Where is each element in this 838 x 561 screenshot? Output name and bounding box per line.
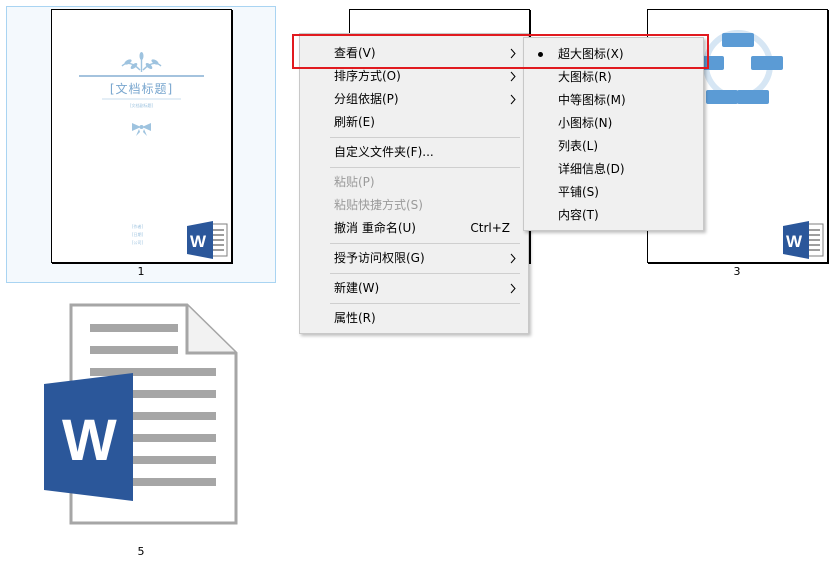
svg-text:W: W [190, 232, 207, 251]
menu-separator [330, 273, 520, 274]
submenu-item-label: 小图标(N) [558, 116, 613, 130]
cover-subtitle: [文档副标题] [129, 103, 154, 108]
highlight-annotation-box [292, 34, 709, 69]
menu-separator [330, 167, 520, 168]
menu-separator [330, 243, 520, 244]
menu-item-label: 授予访问权限(G) [334, 251, 425, 265]
chevron-right-icon [510, 71, 516, 82]
cover-footer-line: [日期] [132, 232, 144, 237]
menu-item-undo-rename[interactable]: 撤消 重命名(U) Ctrl+Z [300, 217, 528, 240]
menu-item-paste-shortcut: 粘贴快捷方式(S) [300, 194, 528, 217]
menu-item-shortcut: Ctrl+Z [470, 221, 510, 235]
submenu-item-list[interactable]: 列表(L) [524, 135, 703, 158]
menu-item-label: 粘贴快捷方式(S) [334, 198, 423, 212]
word-document-icon[interactable]: W [40, 300, 240, 530]
submenu-item-extra-large-icons[interactable]: 超大图标(X) [524, 43, 703, 66]
submenu-item-medium-icons[interactable]: 中等图标(M) [524, 89, 703, 112]
submenu-item-label: 内容(T) [558, 208, 599, 222]
word-icon: W [783, 221, 824, 259]
cover-footer-line: [作者] [132, 224, 144, 229]
chevron-right-icon [510, 94, 516, 105]
menu-item-give-access[interactable]: 授予访问权限(G) [300, 247, 528, 270]
menu-item-label: 分组依据(P) [334, 92, 399, 106]
menu-separator [330, 303, 520, 304]
menu-item-label: 刷新(E) [334, 115, 375, 129]
menu-item-sort-by[interactable]: 排序方式(O) [300, 65, 528, 88]
cover-ornament-icon [79, 52, 204, 136]
menu-item-view[interactable]: 查看(V) [300, 42, 528, 65]
context-menu: 查看(V) 排序方式(O) 分组依据(P) 刷新(E) 自定义文件夹(F)...… [299, 33, 529, 334]
submenu-item-label: 大图标(R) [558, 70, 612, 84]
svg-text:W: W [62, 408, 117, 473]
submenu-item-small-icons[interactable]: 小图标(N) [524, 112, 703, 135]
submenu-item-label: 超大图标(X) [558, 47, 624, 61]
menu-item-label: 粘贴(P) [334, 175, 375, 189]
menu-item-label: 排序方式(O) [334, 69, 401, 83]
menu-item-new[interactable]: 新建(W) [300, 277, 528, 300]
file-label-1: 1 [137, 265, 145, 278]
menu-item-properties[interactable]: 属性(R) [300, 307, 528, 330]
submenu-item-large-icons[interactable]: 大图标(R) [524, 66, 703, 89]
menu-item-customize-folder[interactable]: 自定义文件夹(F)... [300, 141, 528, 164]
menu-item-label: 查看(V) [334, 46, 376, 60]
submenu-item-label: 平铺(S) [558, 185, 599, 199]
view-submenu: 超大图标(X) 大图标(R) 中等图标(M) 小图标(N) 列表(L) 详细信息… [523, 37, 704, 231]
file-thumbnail-1[interactable]: [文档标题] [文档副标题] [作者] [日期] [公司] W [51, 9, 232, 263]
menu-item-label: 属性(R) [334, 311, 376, 325]
submenu-item-label: 详细信息(D) [558, 162, 625, 176]
menu-item-refresh[interactable]: 刷新(E) [300, 111, 528, 134]
menu-item-group-by[interactable]: 分组依据(P) [300, 88, 528, 111]
word-icon: W [187, 221, 228, 259]
menu-item-label: 新建(W) [334, 281, 380, 295]
submenu-item-label: 中等图标(M) [558, 93, 626, 107]
selected-bullet-icon [538, 52, 543, 57]
chevron-right-icon [510, 283, 516, 294]
chevron-right-icon [510, 253, 516, 264]
file-label-5: 5 [137, 545, 145, 558]
submenu-item-tiles[interactable]: 平铺(S) [524, 181, 703, 204]
chevron-right-icon [510, 48, 516, 59]
cover-footer-line: [公司] [132, 240, 144, 245]
menu-separator [330, 137, 520, 138]
svg-text:W: W [786, 232, 803, 251]
submenu-item-content[interactable]: 内容(T) [524, 204, 703, 227]
menu-item-label: 撤消 重命名(U) [334, 221, 416, 235]
file-label-3: 3 [733, 265, 741, 278]
menu-item-label: 自定义文件夹(F)... [334, 145, 434, 159]
menu-item-paste: 粘贴(P) [300, 171, 528, 194]
cover-title: [文档标题] [109, 82, 174, 96]
submenu-item-label: 列表(L) [558, 139, 599, 153]
submenu-item-details[interactable]: 详细信息(D) [524, 158, 703, 181]
